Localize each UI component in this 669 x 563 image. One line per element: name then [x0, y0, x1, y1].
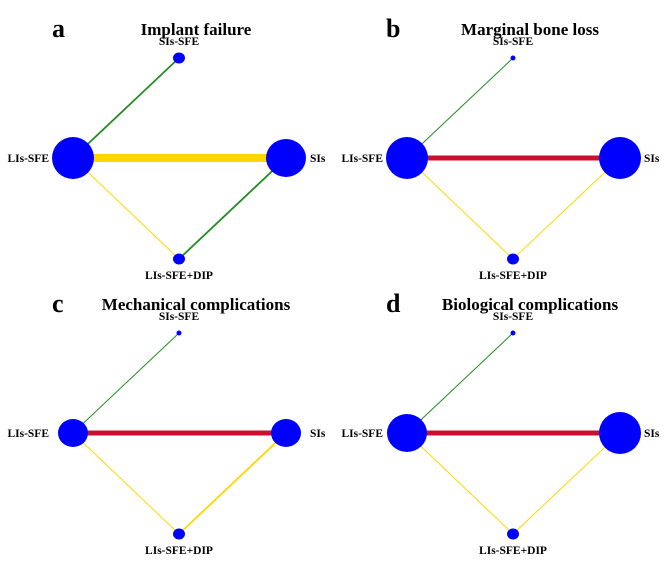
node-label-sis-sfe: SIs-SFE	[159, 311, 200, 323]
node-lis-sfe	[387, 414, 427, 452]
edge-lis-sfe-to-lis-sfe-plus-dip	[406, 157, 514, 260]
panel-title: Mechanical complications	[102, 295, 291, 314]
edge-sis-sfe-to-lis-sfe	[72, 332, 180, 434]
panel-letter: b	[386, 14, 400, 43]
node-lis-sfe	[386, 137, 428, 179]
node-sis-sfe	[176, 330, 182, 336]
node-lis-sfe	[58, 419, 88, 447]
node-sis	[599, 137, 641, 179]
node-label-sis-sfe: SIs-SFE	[493, 311, 534, 323]
edge-sis-to-lis-sfe-plus-dip	[512, 157, 621, 260]
panel-letter: a	[52, 14, 65, 43]
node-label-lis-sfe-plus-dip: LIs-SFE+DIP	[145, 270, 213, 282]
node-label-lis-sfe: LIs-SFE	[7, 428, 49, 440]
node-label-lis-sfe-plus-dip: LIs-SFE+DIP	[479, 270, 547, 282]
node-label-sis-sfe: SIs-SFE	[493, 36, 534, 48]
node-sis	[599, 412, 641, 454]
node-label-sis: SIs	[310, 153, 326, 165]
node-label-sis: SIs	[644, 428, 660, 440]
panel-letter: d	[386, 289, 401, 318]
node-label-sis-sfe: SIs-SFE	[159, 36, 200, 48]
edge-sis-sfe-to-lis-sfe	[406, 332, 514, 434]
panel-title: Implant failure	[141, 20, 252, 39]
node-lis-sfe-plus-dip	[173, 253, 185, 265]
node-lis-sfe	[52, 137, 94, 179]
edge-lis-sfe-to-lis-sfe-plus-dip	[72, 157, 180, 260]
node-label-lis-sfe-plus-dip: LIs-SFE+DIP	[479, 545, 547, 557]
edge-sis-sfe-to-lis-sfe	[406, 57, 514, 159]
edge-sis-to-lis-sfe-plus-dip	[512, 432, 621, 535]
panel-title: Biological complications	[442, 295, 619, 314]
node-label-lis-sfe: LIs-SFE	[7, 153, 49, 165]
node-lis-sfe-plus-dip	[507, 253, 519, 265]
node-label-lis-sfe: LIs-SFE	[341, 153, 383, 165]
node-sis-sfe	[510, 330, 516, 336]
edge-lis-sfe-to-lis-sfe-plus-dip	[72, 432, 180, 535]
node-label-lis-sfe: LIs-SFE	[341, 428, 383, 440]
node-label-lis-sfe-plus-dip: LIs-SFE+DIP	[145, 545, 213, 557]
edge-lis-sfe-to-lis-sfe-plus-dip	[406, 432, 514, 535]
node-label-sis: SIs	[310, 428, 326, 440]
node-label-sis: SIs	[644, 153, 660, 165]
edge-sis-to-lis-sfe-plus-dip	[178, 157, 287, 260]
panel-letter: c	[52, 289, 64, 318]
node-sis	[271, 419, 301, 447]
node-sis	[266, 139, 306, 177]
edge-sis-to-lis-sfe-plus-dip	[178, 432, 287, 535]
node-sis-sfe	[510, 55, 516, 61]
panel-title: Marginal bone loss	[461, 20, 599, 39]
node-sis-sfe	[173, 52, 185, 64]
node-lis-sfe-plus-dip	[173, 528, 185, 540]
node-lis-sfe-plus-dip	[507, 528, 519, 540]
edge-sis-sfe-to-lis-sfe	[72, 57, 180, 159]
